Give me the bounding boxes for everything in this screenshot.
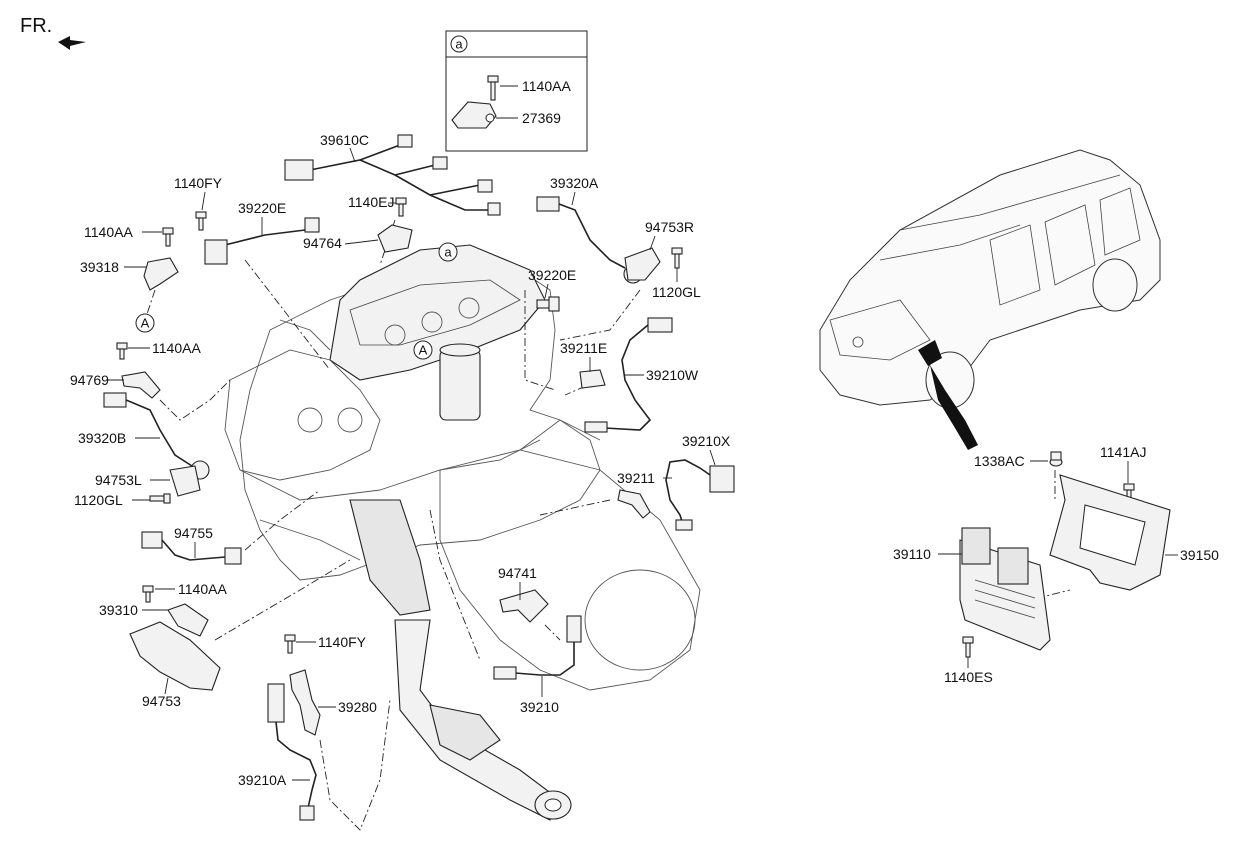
label-39210: 39210 [520, 699, 559, 715]
nut-1338AC [1049, 451, 1063, 467]
label-94764: 94764 [303, 235, 342, 251]
sensor-39220E-top [204, 217, 320, 265]
bracket-94741 [499, 589, 549, 623]
front-arrow-icon [58, 36, 86, 50]
bolt-1140ES [962, 636, 974, 658]
label-1140FY-top: 1140FY [174, 175, 223, 191]
label-39210X: 39210X [682, 433, 731, 449]
bracket-94753R [624, 247, 661, 281]
label-1120GL-right: 1120GL [652, 284, 701, 300]
location-pointer-icon [930, 365, 978, 450]
o2-sensor-39210W [584, 317, 673, 433]
detail-a-label-1140AA: 1140AA [522, 78, 571, 94]
bolt-1140AA-detail [487, 75, 499, 101]
front-orientation-label: FR. [20, 15, 52, 37]
label-94769: 94769 [70, 372, 109, 388]
detail-a-circle-label: a [455, 37, 463, 52]
bolt-1140FY-bottom [284, 634, 296, 654]
bracket-39211E [579, 369, 606, 389]
sensor-39220E-right [536, 296, 560, 312]
label-94753L: 94753L [95, 472, 142, 488]
heat-shield-94753 [129, 621, 221, 691]
label-39210A: 39210A [238, 772, 287, 788]
callout-a-engine-label: a [444, 245, 452, 260]
sensor-39310 [167, 603, 209, 637]
detail-box-a: a 1140AA 27369 [445, 30, 588, 152]
bolt-1140AA-2 [116, 342, 128, 360]
label-39210W: 39210W [646, 367, 699, 383]
label-39320A: 39320A [550, 175, 599, 191]
label-94755: 94755 [174, 525, 213, 541]
label-94741: 94741 [498, 565, 537, 581]
o2-sensor-39210 [493, 615, 582, 680]
label-1338AC: 1338AC [974, 453, 1025, 469]
o2-sensor-39210X [665, 459, 735, 531]
callout-a-engine [438, 242, 458, 262]
sensor-94755 [141, 531, 242, 565]
o2-sensor-39210A [267, 683, 317, 821]
callout-A-left-label: A [141, 316, 150, 331]
bolt-1120GL-right [671, 247, 683, 269]
label-94753: 94753 [142, 693, 181, 709]
label-94753R: 94753R [645, 219, 694, 235]
label-39220E-top: 39220E [238, 200, 286, 216]
bracket-39211 [617, 489, 651, 519]
engine-assembly [224, 244, 701, 821]
bolt-1140AA-3 [142, 585, 154, 603]
bolt-1120GL-left [149, 493, 171, 504]
label-1120GL-left: 1120GL [74, 492, 123, 508]
label-39610C: 39610C [320, 132, 369, 148]
detail-a-circle [450, 35, 468, 53]
bolt-1140EJ [395, 197, 407, 217]
callout-A-left [135, 313, 155, 333]
label-39211: 39211 [617, 470, 655, 486]
callout-A-engine [413, 340, 433, 360]
label-1140AA-3: 1140AA [178, 581, 227, 597]
label-39318: 39318 [80, 259, 119, 275]
label-1140AA-2: 1140AA [152, 340, 201, 356]
label-1140AA-1: 1140AA [84, 224, 133, 240]
label-39150: 39150 [1180, 547, 1219, 563]
label-1140EJ: 1140EJ [348, 194, 394, 210]
harness-39610C [284, 134, 501, 216]
bracket-94769 [121, 371, 161, 399]
sensor-39318 [143, 257, 179, 291]
callout-A-engine-label: A [419, 343, 428, 358]
bracket-94753L [169, 465, 201, 497]
label-1140ES: 1140ES [944, 669, 993, 685]
label-1141AJ: 1141AJ [1100, 444, 1146, 460]
label-1140FY-bottom: 1140FY [318, 634, 367, 650]
bolt-1140AA-1 [162, 227, 174, 247]
label-39110: 39110 [893, 546, 931, 562]
bracket-94764 [377, 224, 413, 253]
label-39280: 39280 [338, 699, 377, 715]
label-39310: 39310 [99, 602, 138, 618]
bracket-27369-detail [451, 101, 497, 129]
label-39220E-right: 39220E [528, 267, 576, 283]
detail-a-label-27369: 27369 [522, 110, 561, 126]
label-39211E: 39211E [560, 340, 607, 356]
bolt-1140FY-top [195, 211, 207, 231]
vehicle-illustration [819, 149, 1161, 450]
bracket-39280 [289, 669, 321, 736]
label-39320B: 39320B [78, 430, 126, 446]
